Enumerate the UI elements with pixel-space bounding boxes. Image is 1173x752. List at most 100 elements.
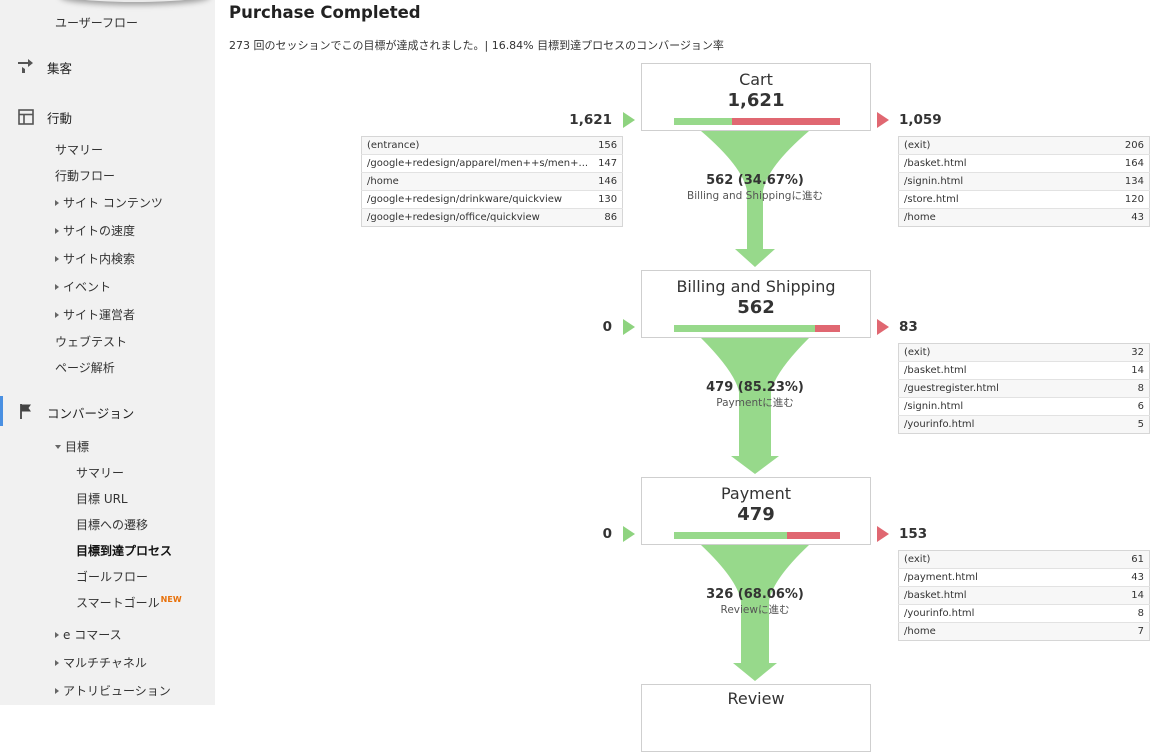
sidebar-item-site-speed[interactable]: サイトの速度 [55,222,135,239]
session-count-cell: 130 [593,190,623,209]
expand-arrow-icon [55,228,59,234]
page-path-cell: /yourinfo.html [898,604,1096,623]
sidebar-item-goal-urls[interactable]: 目標 URL [76,492,128,506]
sidebar-item-experiments[interactable]: ウェブテスト [55,335,128,349]
funnel-connector-1 [701,131,809,267]
table-row[interactable]: (exit)61 [898,550,1150,569]
page-path-cell: (exit) [898,136,1078,155]
table-row[interactable]: (entrance)156 [361,136,623,155]
sidebar-item-user-flow[interactable]: ユーザーフロー [55,16,139,30]
conversion-summary: 273 回のセッションでこの目標が達成されました。| 16.84% 目標到達プロ… [229,39,724,52]
funnel-connector-3 [701,545,809,681]
session-count-cell: 156 [593,136,623,155]
page-path-cell: /basket.html [898,154,1078,173]
step-proceed-fill [674,325,816,332]
session-count-cell: 8 [1104,379,1150,398]
step-proceed-bar [674,325,840,332]
funnel-connector-2 [701,338,809,474]
sidebar-item-goal-flow[interactable]: ゴールフロー [76,570,149,584]
funnel-step-payment[interactable]: Payment 479 [641,477,871,545]
sidebar-top-shadow [60,0,210,2]
session-count-cell: 32 [1104,343,1150,362]
sidebar: ユーザーフロー 集客 行動 サマリー 行動フロー サイト コンテンツ サイトの速… [0,0,215,705]
sidebar-item-behavior-flow[interactable]: 行動フロー [55,169,116,183]
proceed-info-1: 562 (34.67%) Billing and Shippingに進む [641,173,869,203]
table-row[interactable]: /google+redesign/apparel/men++s/men+...1… [361,154,623,173]
session-count-cell: 146 [593,172,623,191]
proceed-info-3: 326 (68.06%) Reviewに進む [641,587,869,617]
page-path-cell: /basket.html [898,361,1105,380]
session-count-cell: 120 [1077,190,1150,209]
page-path-cell: /guestregister.html [898,379,1105,398]
entry-arrow-icon [623,112,635,128]
session-count-cell: 14 [1104,361,1150,380]
page-path-cell: /google+redesign/office/quickview [367,212,540,223]
step-sessions: 479 [737,504,775,525]
expand-arrow-icon [55,660,59,666]
proceed-value: 326 (68.06%) [706,587,804,602]
sidebar-item-goals[interactable]: 目標 [55,438,89,455]
step-name: Payment [720,484,792,503]
page-path-cell: /home [361,172,594,191]
sidebar-item-page-analytics[interactable]: ページ解析 [55,361,115,375]
proceed-info-2: 479 (85.23%) Paymentに進む [641,380,869,410]
behavior-icon [18,109,34,125]
sidebar-item-site-content[interactable]: サイト コンテンツ [55,194,163,211]
exit-arrow-icon [877,319,889,335]
step-entered-count: 1,621 [569,112,612,128]
session-count-cell: 8 [1095,604,1150,623]
step-name: Review [727,689,785,708]
sidebar-item-acquisition[interactable]: 集客 [47,61,73,76]
sidebar-item-behavior[interactable]: 行動 [47,111,73,126]
step-proceed-fill [674,532,787,539]
funnel-step-cart[interactable]: Cart 1,621 [641,63,871,131]
funnel-step-review[interactable]: Review [641,684,871,752]
session-count-cell: 164 [1077,154,1150,173]
entry-arrow-icon [623,526,635,542]
entrance-table-cart: (entrance)156/google+redesign/apparel/me… [361,136,624,227]
table-row[interactable]: (exit)206 [898,136,1150,155]
step-exited-count: 1,059 [899,112,942,128]
sidebar-item-ecommerce[interactable]: e コマース [55,626,122,643]
sidebar-item-attribution[interactable]: アトリビューション [55,682,171,699]
sidebar-item-multichannel[interactable]: マルチチャネル [55,654,147,671]
sidebar-item-goals-summary[interactable]: サマリー [76,466,125,480]
acquisition-icon [18,59,33,73]
sidebar-item-site-search[interactable]: サイト内検索 [55,250,135,267]
sidebar-item-smart-goals[interactable]: スマートゴールNEW [76,595,182,610]
page-path-cell: /payment.html [898,568,1096,587]
sidebar-item-behavior-summary[interactable]: サマリー [55,143,104,157]
session-count-cell: 61 [1095,550,1150,569]
page-title: Purchase Completed [229,3,421,22]
page-path-cell: /google+redesign/apparel/men++s/men+... [361,154,594,173]
sidebar-item-funnel-visualization[interactable]: 目標到達プロセス [76,544,173,558]
page-path-cell: /yourinfo.html [904,419,975,430]
table-row[interactable]: (exit)32 [898,343,1150,362]
step-name: Billing and Shipping [676,277,836,296]
sidebar-item-publisher[interactable]: サイト運営者 [55,306,135,323]
funnel-step-billing-shipping[interactable]: Billing and Shipping 562 [641,270,871,338]
page-path-cell: /signin.html [898,172,1078,191]
page-path-cell: /signin.html [898,397,1105,416]
new-badge: NEW [160,595,182,604]
sidebar-item-reverse-goal-path[interactable]: 目標への遷移 [76,518,149,532]
sidebar-item-conversion[interactable]: コンバージョン [47,406,135,421]
page-path-cell: /basket.html [898,586,1096,605]
sidebar-item-events[interactable]: イベント [55,278,111,295]
